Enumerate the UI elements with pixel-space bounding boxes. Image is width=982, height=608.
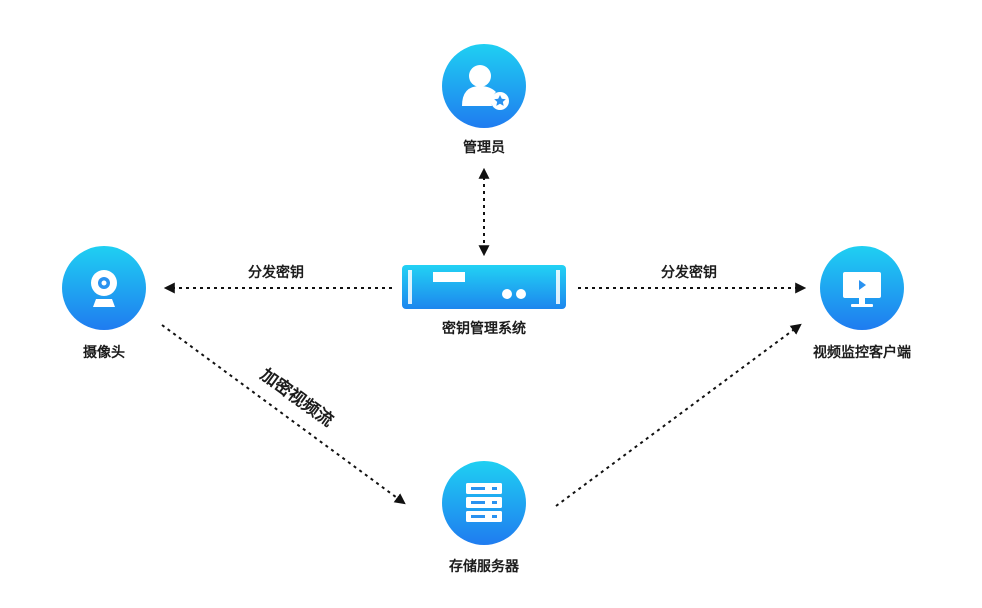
storage-label: 存储服务器 [449,559,519,575]
edge-camera-storage [161,324,406,505]
edge-label-kms-camera: 分发密钥 [248,265,304,281]
camera-node [62,246,146,330]
edge-storage-client [555,323,802,507]
storage-node [442,461,526,545]
monitor-play-icon [843,272,881,307]
admin-node [442,44,526,128]
webcam-icon [91,270,117,307]
client-node [820,246,904,330]
kms-node [402,265,566,309]
client-label: 视频监控客户端 [813,345,911,361]
kms-label: 密钥管理系统 [442,321,526,337]
admin-label: 管理员 [463,140,505,156]
camera-label: 摄像头 [83,345,125,361]
edge-label-kms-client: 分发密钥 [661,265,717,281]
server-rack-icon [466,483,502,522]
server-appliance-icon [408,270,560,304]
admin-user-icon [462,65,509,110]
